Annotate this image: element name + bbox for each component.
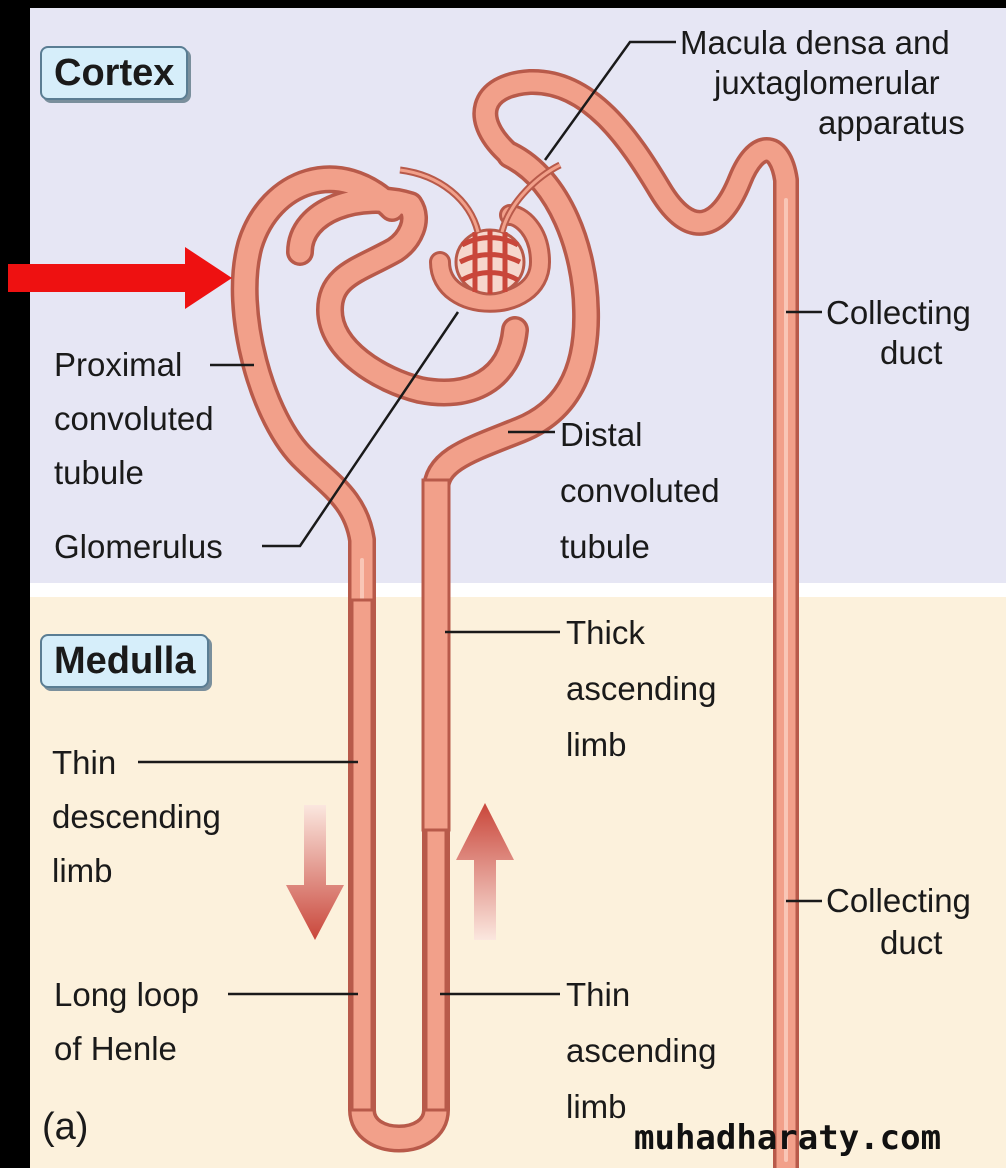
label-macula-densa-1: Macula densa and bbox=[680, 22, 950, 63]
thin-ascending-limb bbox=[426, 830, 446, 1110]
left-black-band bbox=[0, 0, 30, 1168]
label-thick-1: Thick bbox=[566, 612, 645, 653]
cortex-medulla-divider bbox=[30, 583, 1006, 597]
label-distal-1: Distal bbox=[560, 414, 643, 455]
label-distal-3: tubule bbox=[560, 526, 650, 567]
label-distal-2: convoluted bbox=[560, 470, 720, 511]
thick-ascending-limb bbox=[423, 480, 449, 830]
label-thin-ascending-1: Thin bbox=[566, 974, 630, 1015]
medulla-label: Medulla bbox=[40, 634, 209, 688]
label-collecting-duct-bottom-2: duct bbox=[880, 922, 942, 963]
label-long-loop-1: Long loop bbox=[54, 974, 199, 1015]
label-glomerulus: Glomerulus bbox=[54, 526, 223, 567]
watermark: muhadharaty.com bbox=[634, 1118, 941, 1158]
label-proximal-3: tubule bbox=[54, 452, 144, 493]
label-thick-2: ascending bbox=[566, 668, 716, 709]
cortex-label: Cortex bbox=[40, 46, 188, 100]
panel-letter: (a) bbox=[42, 1104, 88, 1150]
label-collecting-duct-bottom-1: Collecting bbox=[826, 880, 971, 921]
label-thin-descending-3: limb bbox=[52, 850, 113, 891]
label-thin-ascending-2: ascending bbox=[566, 1030, 716, 1071]
label-macula-densa-2: juxtaglomerular bbox=[714, 62, 940, 103]
label-thick-3: limb bbox=[566, 724, 627, 765]
label-thin-descending-1: Thin bbox=[52, 742, 116, 783]
label-thin-descending-2: descending bbox=[52, 796, 221, 837]
label-thin-ascending-3: limb bbox=[566, 1086, 627, 1127]
label-collecting-duct-top-1: Collecting bbox=[826, 292, 971, 333]
label-macula-densa-3: apparatus bbox=[818, 102, 965, 143]
top-black-band bbox=[0, 0, 1006, 8]
label-long-loop-2: of Henle bbox=[54, 1028, 177, 1069]
label-proximal-2: convoluted bbox=[54, 398, 214, 439]
thin-descending-limb bbox=[352, 600, 372, 1110]
label-proximal-1: Proximal bbox=[54, 344, 182, 385]
label-collecting-duct-top-2: duct bbox=[880, 332, 942, 373]
